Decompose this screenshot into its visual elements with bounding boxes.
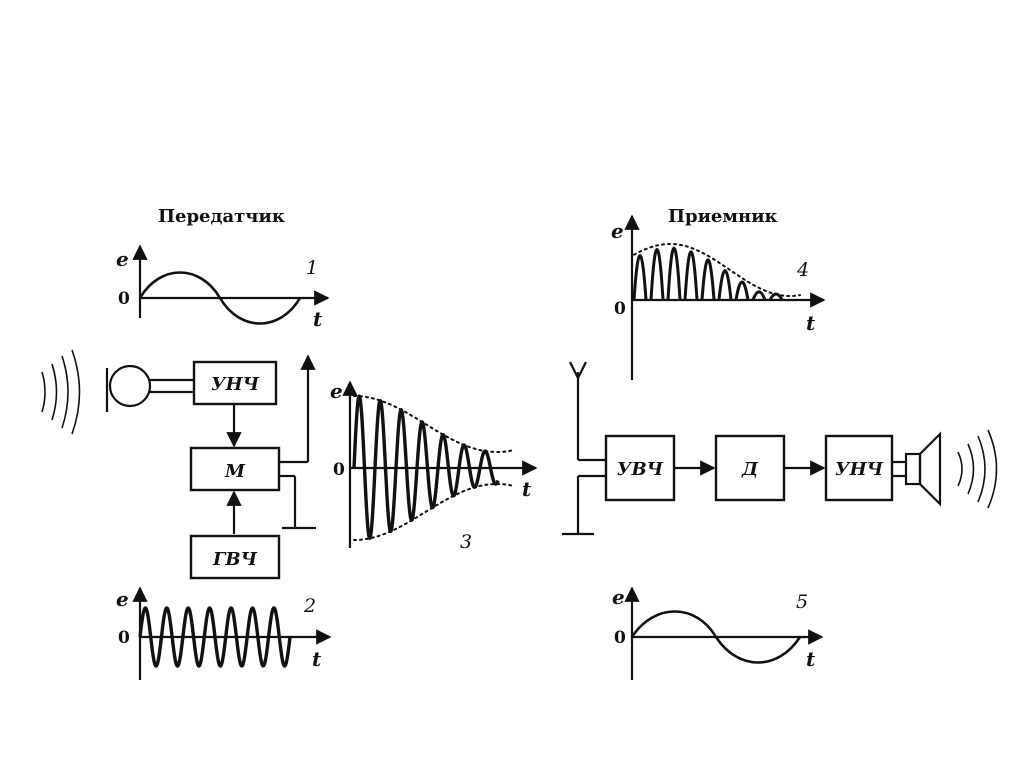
speaker-icon (892, 431, 942, 507)
receiver-title: Приемник (668, 206, 778, 227)
detector-label: Д (741, 459, 759, 480)
sound-waves-left (41, 349, 81, 435)
graph-4-envelope (633, 243, 801, 297)
modulator-block (189, 446, 281, 492)
graph-2-origin: 0 (118, 628, 130, 648)
graph-3-envelope-bottom (353, 483, 513, 541)
graph-2-x-label: t (312, 647, 322, 671)
graph-4-y-label: e (611, 219, 624, 243)
transmitter-title: Передатчик (158, 206, 285, 227)
graph-1-number: 1 (306, 257, 318, 279)
graph-4: e 0 t 4 (611, 214, 826, 380)
microphone-icon (105, 364, 194, 412)
graph-4-curve (632, 246, 784, 301)
graph-4-x-label: t (806, 311, 816, 335)
rx-lf-amp-block (824, 434, 894, 502)
hf-gen-block (189, 534, 281, 580)
graph-1-curve (138, 271, 302, 325)
graph-5: e 0 t 5 (612, 585, 824, 680)
graph-1-y-label: e (116, 247, 129, 271)
graph-3-y-label: e (330, 379, 343, 403)
graph-5-origin: 0 (614, 628, 626, 648)
graph-2-curve (138, 606, 292, 668)
graph-4-origin: 0 (614, 299, 626, 319)
graph-1: e 0 t 1 (116, 244, 330, 331)
tx-lf-amp-label: УНЧ (211, 374, 260, 395)
detector-block (714, 434, 786, 502)
graph-3-number: 3 (460, 531, 472, 553)
tx-lf-amp-block (192, 360, 278, 406)
rx-lf-amp-label: УНЧ (835, 459, 884, 480)
graph-4-number: 4 (796, 259, 809, 281)
graph-5-curve (630, 610, 802, 664)
graph-3-curve (352, 394, 500, 540)
graph-5-number: 5 (796, 591, 808, 613)
tx-antenna (279, 354, 316, 530)
rx-hf-amp-block (604, 434, 676, 502)
rx-antenna (562, 361, 606, 536)
graph-3: e 0 t 3 (330, 379, 538, 553)
graph-2-number: 2 (303, 595, 316, 617)
graph-2: e 0 t 2 (116, 586, 332, 680)
sound-waves-right (957, 429, 998, 509)
hf-gen-label: ГВЧ (212, 549, 258, 570)
graph-3-origin: 0 (333, 460, 345, 480)
graph-2-y-label: e (116, 587, 129, 611)
graph-5-y-label: e (612, 585, 625, 609)
graph-1-x-label: t (313, 307, 323, 331)
modulator-label: М (224, 461, 246, 482)
rx-hf-amp-label: УВЧ (617, 459, 664, 480)
graph-3-x-label: t (522, 477, 532, 501)
graph-1-origin: 0 (118, 289, 130, 309)
graph-5-x-label: t (806, 647, 816, 671)
